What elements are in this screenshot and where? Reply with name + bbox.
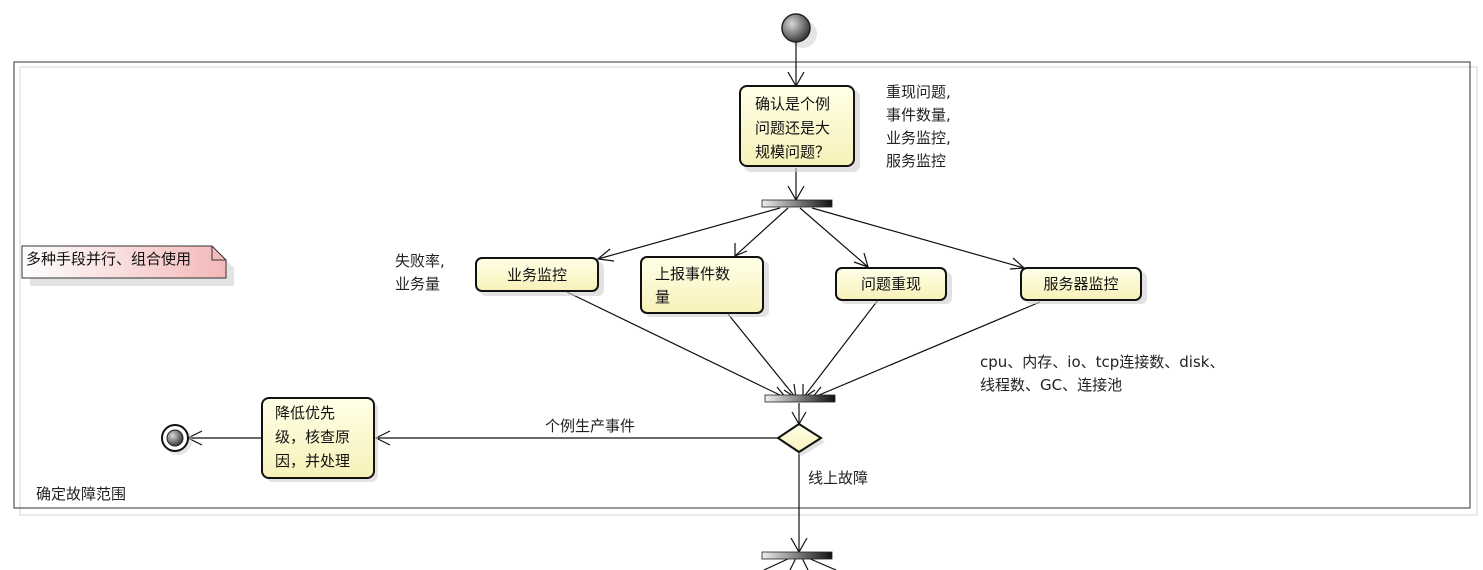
edge-label-individual: 个例生产事件 — [545, 417, 635, 435]
fork-bar-bottom — [761, 551, 833, 560]
annotation-line: 失败率, — [395, 252, 445, 270]
annotation-line: 服务监控 — [886, 152, 946, 170]
partition-label: 确定故障范围 — [36, 485, 126, 503]
annotation-confirm-methods: 重现问题, 事件数量, 业务监控, 服务监控 — [886, 83, 951, 170]
node-confirm-line: 规模问题？ — [755, 143, 830, 161]
edge-fork2-out — [801, 557, 809, 570]
edge-report-join — [727, 313, 797, 399]
node-server-monitor: 服务器监控 — [1020, 267, 1147, 304]
node-report-events-line: 量 — [655, 288, 670, 306]
note-text: 多种手段并行、组合使用 — [26, 250, 191, 268]
start-node — [781, 13, 817, 48]
edge-fork-server — [811, 207, 1025, 269]
node-biz-monitor-label: 业务监控 — [507, 266, 567, 284]
edge-fork2-out — [763, 557, 791, 570]
annotation-line: cpu、内存、io、tcp连接数、disk、 — [980, 353, 1224, 371]
edge-biz-join — [566, 291, 787, 399]
annotation-line: 线程数、GC、连接池 — [980, 376, 1122, 394]
annotation-line: 业务量 — [395, 275, 440, 293]
edges — [186, 42, 1041, 570]
node-biz-monitor: 业务监控 — [475, 257, 604, 296]
node-confirm: 确认是个例 问题还是大 规模问题？ — [739, 85, 860, 172]
annotation-biz-metrics: 失败率, 业务量 — [395, 252, 445, 293]
decision-node — [776, 422, 825, 456]
annotation-line: 业务监控, — [886, 129, 951, 147]
edge-fork-biz — [597, 207, 781, 260]
arrowhead — [596, 248, 615, 262]
annotation-line: 事件数量, — [886, 106, 951, 124]
node-confirm-line: 确认是个例 — [755, 95, 830, 113]
node-lower-priority: 降低优先 级，核查原 因，并处理 — [261, 397, 378, 482]
note: 多种手段并行、组合使用 — [21, 245, 234, 286]
edge-fork2-out — [789, 557, 797, 570]
partition-frame: 确定故障范围 — [13, 61, 1478, 516]
edge-label-online-fault: 线上故障 — [808, 469, 868, 487]
node-lower-priority-line: 降低优先 — [275, 404, 335, 422]
edge-fork-reproduce — [799, 207, 869, 268]
node-confirm-line: 问题还是大 — [755, 119, 830, 137]
node-server-monitor-label: 服务器监控 — [1043, 275, 1118, 293]
node-reproduce: 问题重现 — [835, 267, 952, 304]
annotation-line: 重现问题, — [886, 83, 951, 101]
node-report-events-line: 上报事件数 — [655, 265, 730, 283]
edge-server-join — [811, 301, 1041, 399]
node-report-events: 上报事件数 量 — [640, 256, 769, 317]
node-lower-priority-line: 级，核查原 — [275, 428, 350, 446]
fork-bar — [761, 199, 833, 208]
node-lower-priority-line: 因，并处理 — [275, 452, 350, 470]
end-node — [161, 424, 192, 455]
node-reproduce-label: 问题重现 — [861, 275, 921, 293]
edge-reproduce-join — [802, 299, 879, 399]
join-bar — [764, 394, 836, 403]
edge-fork-report — [734, 207, 789, 257]
edge-fork2-out — [807, 557, 837, 570]
annotation-server-metrics: cpu、内存、io、tcp连接数、disk、 线程数、GC、连接池 — [980, 353, 1224, 394]
